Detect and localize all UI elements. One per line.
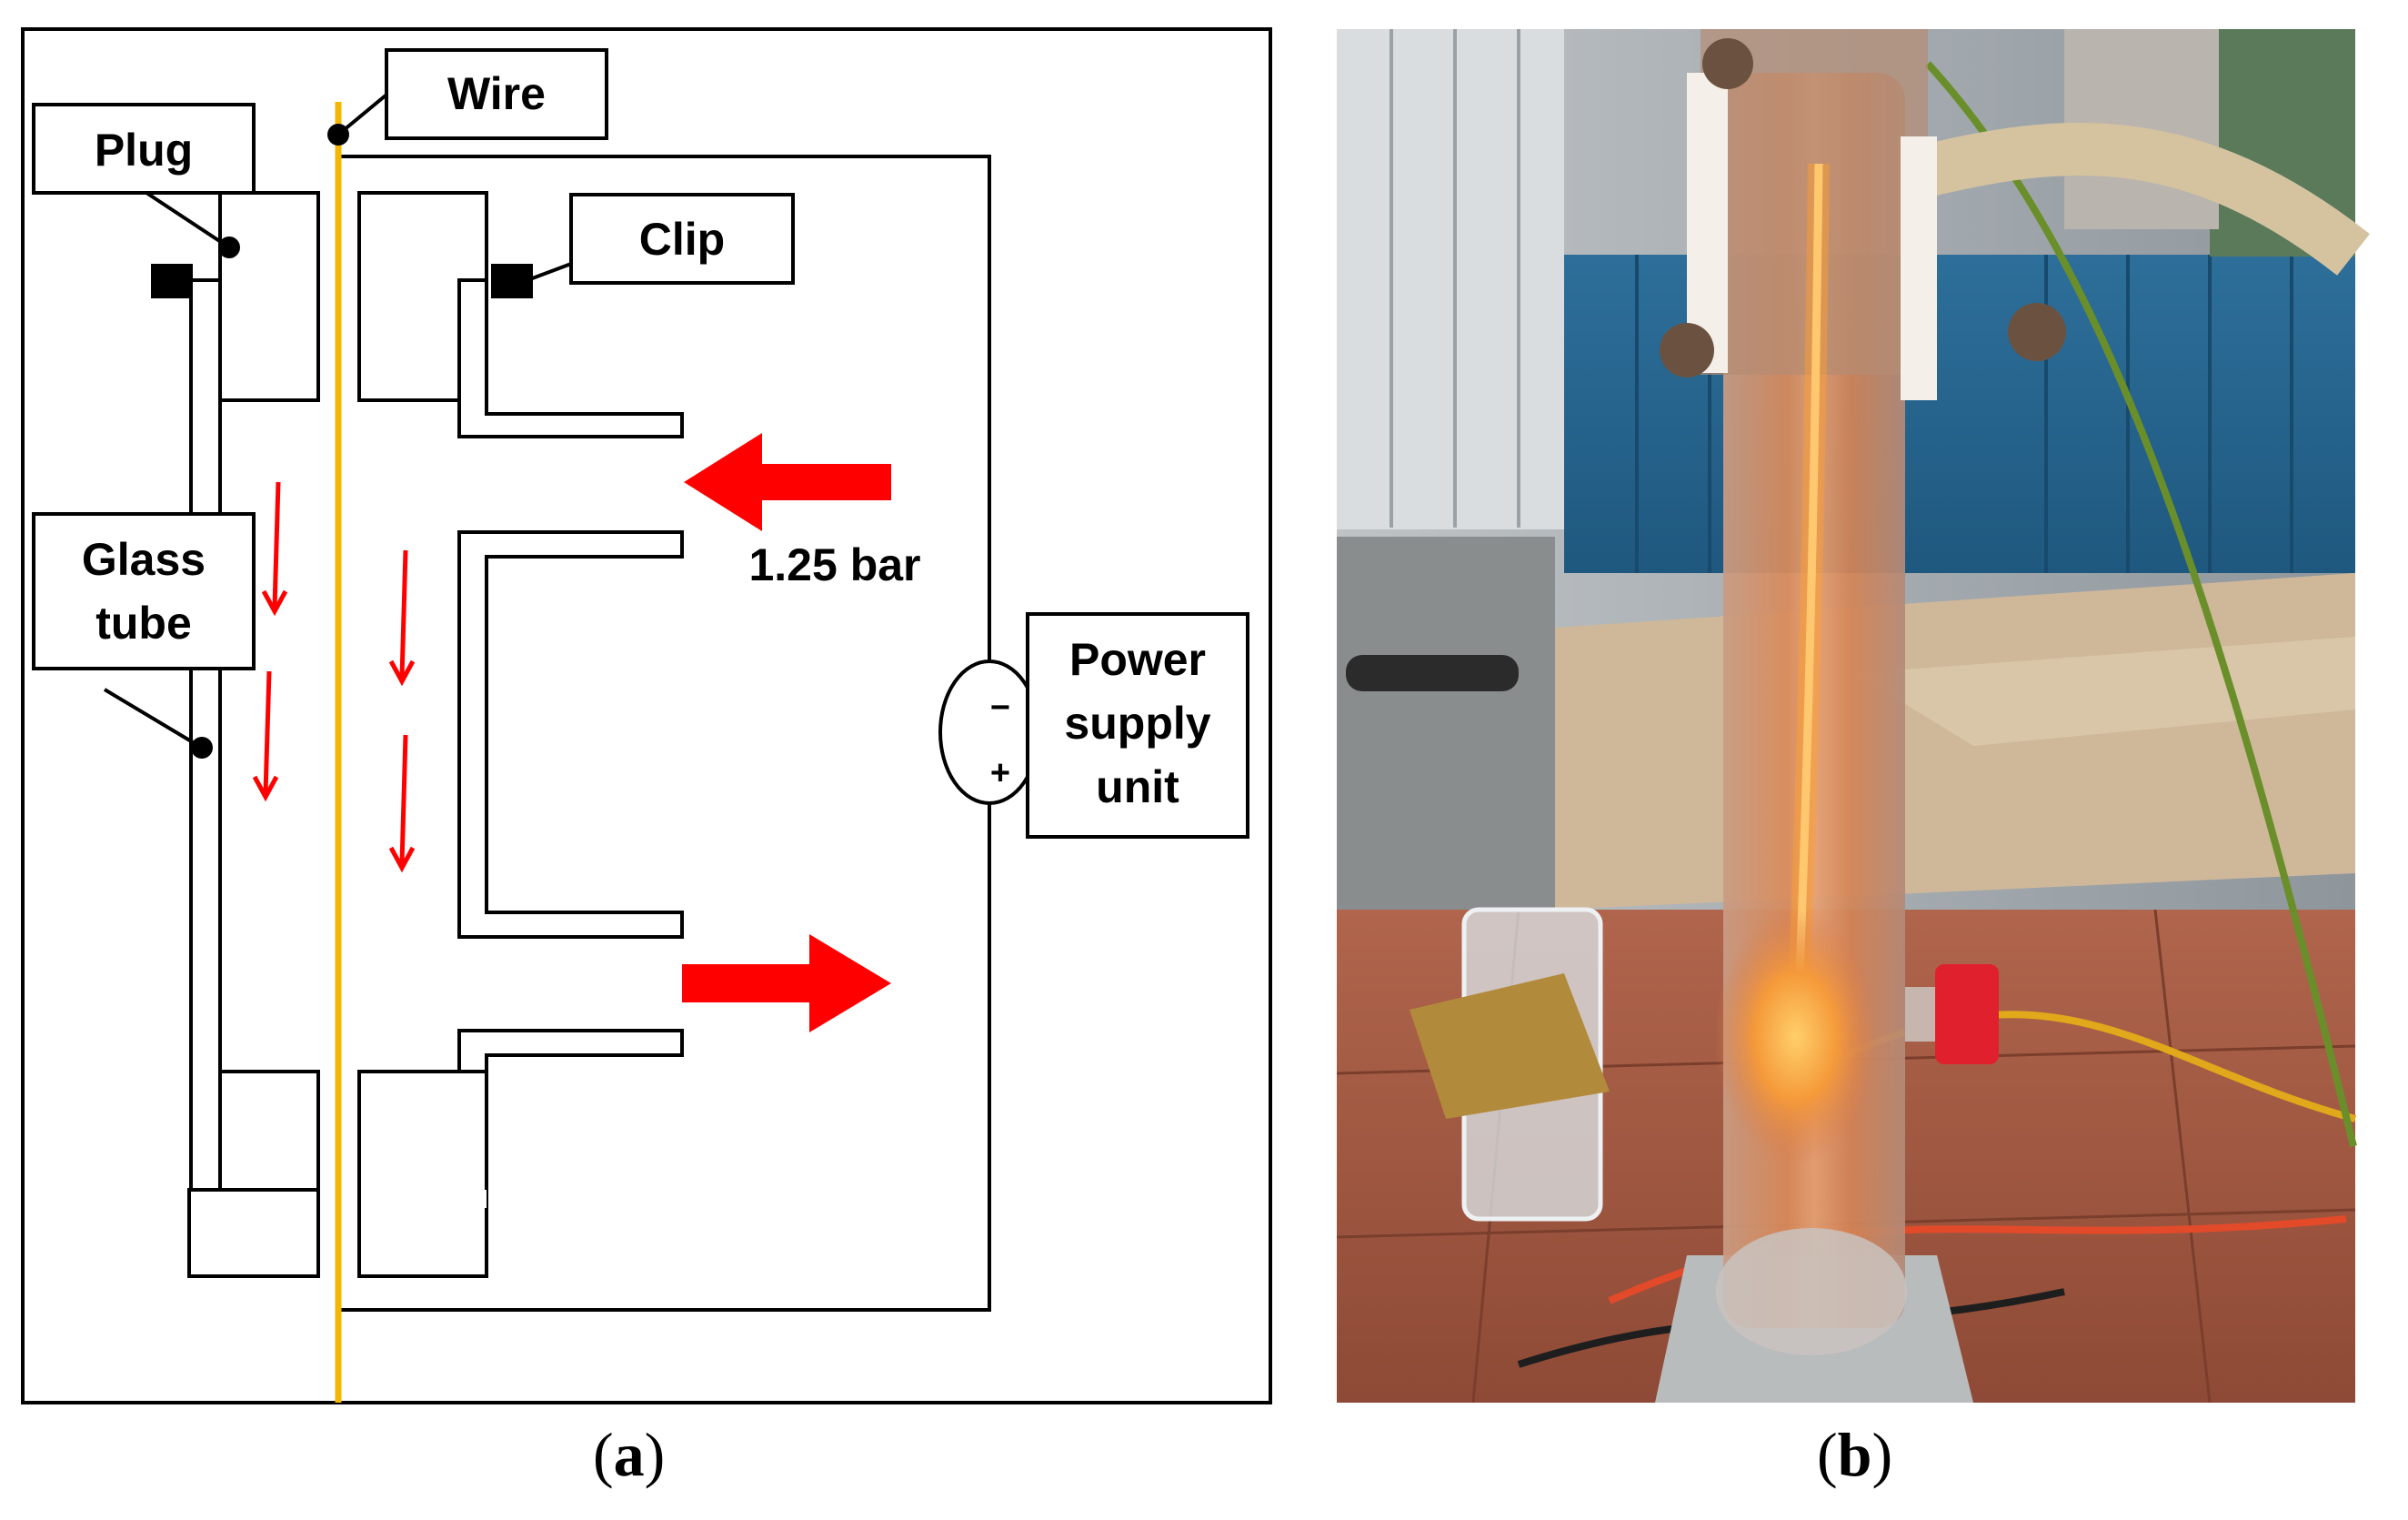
wire-dot [327, 124, 349, 146]
plus-sign: + [990, 754, 1010, 792]
clip-leader-line [527, 262, 572, 282]
cardboard-flap [1855, 637, 2355, 746]
schematic-panel: − + Power supply unit [21, 27, 1272, 1491]
right-clip-marker [491, 264, 533, 298]
lower-block-left-base [187, 1188, 320, 1278]
outlet-arrow [682, 934, 891, 1032]
insulation-wrap-right [1901, 136, 1937, 400]
insulation-wrap-left [1687, 73, 1728, 373]
middle-c-section [457, 530, 684, 939]
tile-line [2153, 909, 2212, 1404]
photo-panel: (b) [1337, 0, 2408, 1520]
cardboard-box [1555, 573, 2355, 910]
caption-b-letter: b [1837, 1420, 1872, 1489]
flow-arrow-head [261, 589, 288, 617]
gas-hose [1911, 122, 2370, 276]
caption-a-close: ) [644, 1420, 666, 1489]
clip-label-box [569, 193, 795, 285]
circuit-wire-top [338, 155, 991, 671]
glass-tube-label-2: tube [95, 598, 192, 649]
bottom-glow [1714, 910, 1878, 1164]
lower-block-gap [459, 1190, 487, 1208]
wire-label-box [385, 48, 608, 140]
flow-arrow-line [399, 549, 408, 679]
schematic-frame [21, 27, 1272, 1404]
left-clip-marker [151, 264, 193, 298]
plug-label-box [32, 103, 256, 195]
flow-arrow-head [388, 846, 416, 873]
glass-tube-leader-line [103, 688, 204, 750]
caption-a: (a) [593, 1419, 665, 1491]
clamp-knob-left [1660, 323, 1714, 377]
flow-arrow-head [388, 659, 416, 687]
upper-l-arm [457, 278, 684, 438]
glass-tube-label-1: Glass [82, 534, 206, 585]
schematic-diagram: − + Power supply unit [21, 27, 1272, 1404]
flow-arrows [252, 481, 416, 873]
clip-label: Clip [639, 214, 725, 265]
glass-tube-label-box [32, 512, 256, 670]
caption-b: (b) [1817, 1419, 1892, 1491]
inlet-arrow [684, 433, 891, 531]
plug-block-top [218, 191, 320, 402]
plug-dot [218, 237, 240, 258]
power-supply-label-3: unit [1096, 761, 1179, 812]
container-ridges [1635, 255, 2293, 573]
caption-b-open: ( [1817, 1420, 1838, 1489]
caption-a-open: ( [593, 1420, 614, 1489]
lower-block-right [357, 1070, 488, 1278]
lower-l-arm [457, 1029, 684, 1192]
glass-tube-dot [191, 737, 213, 759]
clamp-knob-top [1702, 38, 1753, 89]
power-supply-label-2: supply [1064, 698, 1210, 749]
discharge-photo [1337, 29, 2370, 1404]
minus-sign: − [990, 689, 1010, 727]
plug-leader-line [139, 187, 231, 249]
caption-b-close: ) [1871, 1420, 1893, 1489]
pressure-label: 1.25 bar [748, 539, 920, 590]
building-window-frames [1390, 29, 1520, 528]
clamp-knob-right [2008, 303, 2066, 361]
circuit-wire-bottom [338, 793, 991, 1312]
plug-label: Plug [95, 125, 193, 176]
glass-tube-left-wall [189, 278, 222, 1192]
tube-bottom-bulb [1716, 1228, 1907, 1355]
flow-arrow-head [252, 775, 279, 802]
flow-arrow-line [263, 670, 272, 794]
housing-handle [1346, 655, 1519, 691]
caption-a-letter: a [613, 1420, 645, 1489]
wire-leader-line [336, 89, 393, 136]
flow-arrow-line [399, 734, 408, 865]
red-cap [1935, 964, 1999, 1064]
wire-label: Wire [447, 68, 546, 119]
building-left [1337, 29, 1564, 529]
power-supply-box [1026, 612, 1249, 839]
power-supply-label-1: Power [1069, 634, 1206, 685]
blue-container [1564, 255, 2355, 573]
foil-wrap [1410, 973, 1610, 1119]
flow-arrow-line [272, 481, 281, 609]
